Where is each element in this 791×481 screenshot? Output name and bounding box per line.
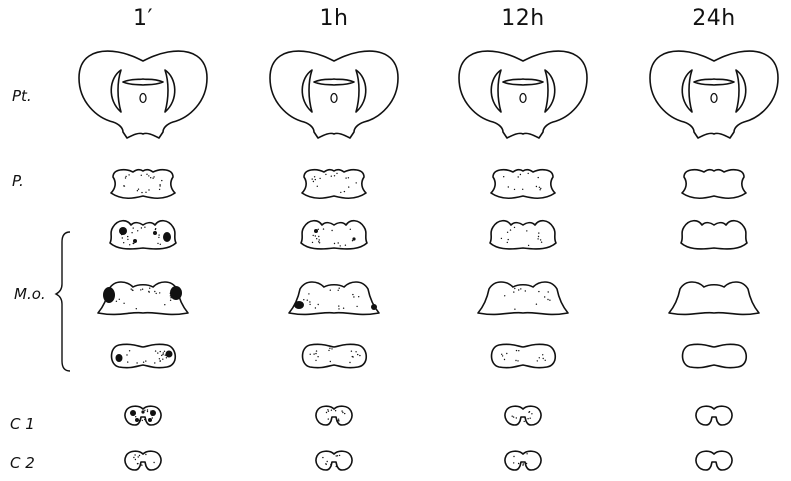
mo-bracket xyxy=(56,232,70,371)
section-c1-1min xyxy=(125,406,161,425)
section-mo-middle-1min xyxy=(98,282,188,314)
section-mo-upper-1h xyxy=(301,221,367,249)
section-pt-12h xyxy=(459,51,587,138)
section-mo-middle-24h xyxy=(669,282,759,314)
section-mo-lower-24h xyxy=(683,344,747,367)
section-c1-12h xyxy=(505,406,541,425)
section-pt-1min xyxy=(79,51,207,138)
section-c2-1h xyxy=(316,451,352,470)
section-mo-lower-1h xyxy=(303,344,367,367)
section-mo-middle-1h xyxy=(289,282,379,314)
section-pons-1h xyxy=(302,170,366,199)
section-pons-12h xyxy=(491,170,555,199)
section-mo-upper-1min xyxy=(110,221,176,249)
section-c2-1min xyxy=(125,451,161,470)
section-mo-upper-24h xyxy=(681,221,747,249)
section-pons-1min xyxy=(111,170,175,199)
section-mo-upper-12h xyxy=(490,221,556,249)
section-mo-middle-12h xyxy=(478,282,568,314)
section-c1-1h xyxy=(316,406,352,425)
section-mo-lower-1min xyxy=(112,344,176,367)
section-pt-24h xyxy=(650,51,778,138)
section-pons-24h xyxy=(682,170,746,199)
section-c1-24h xyxy=(696,406,732,425)
section-pt-1h xyxy=(270,51,398,138)
section-c2-12h xyxy=(505,451,541,470)
section-c2-24h xyxy=(696,451,732,470)
section-mo-lower-12h xyxy=(492,344,556,367)
